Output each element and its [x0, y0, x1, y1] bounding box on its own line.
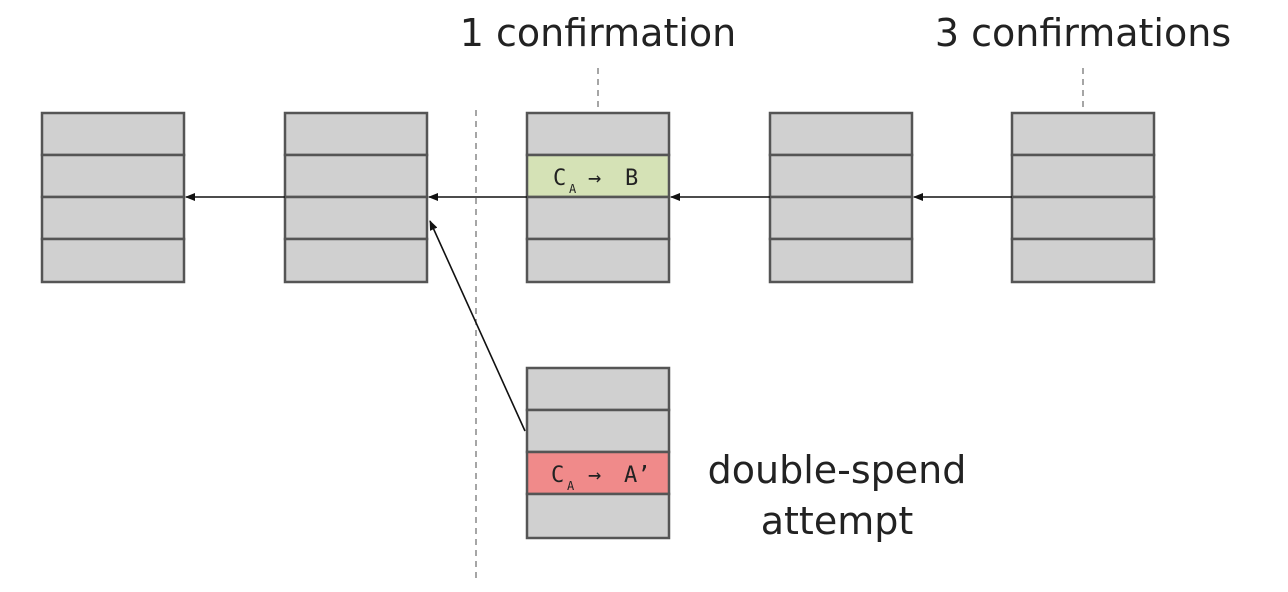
honest-tx-to: B — [625, 166, 638, 191]
block-4-slot-4 — [768, 237, 914, 284]
double-spend-label-line-1: double-spend — [708, 448, 967, 492]
block-1 — [40, 111, 186, 284]
block-3-slot-1 — [525, 111, 671, 157]
block-1-slot-1 — [40, 111, 186, 157]
one-confirmation-label: 1 confirmation — [460, 11, 736, 55]
block-2-slot-2 — [283, 153, 429, 199]
three-confirmations-label: 3 confirmations — [935, 11, 1231, 55]
block-2 — [283, 111, 429, 284]
block-4-slot-1 — [768, 111, 914, 157]
double-spend-label-line-2: attempt — [761, 499, 914, 543]
honest-tx-from-subscript: A — [569, 182, 577, 196]
honest-tx-from: C — [553, 166, 566, 191]
honest-tx-arrow: → — [588, 166, 601, 191]
double-spend-block-slot-2 — [525, 408, 671, 454]
double-spend-tx-to: A’ — [624, 463, 651, 488]
block-2-slot-3 — [283, 195, 429, 241]
block-1-slot-4 — [40, 237, 186, 284]
block-5-slot-4 — [1010, 237, 1156, 284]
block-3-slot-4 — [525, 237, 671, 284]
block-2-slot-1 — [283, 111, 429, 157]
double-spend-tx-from-subscript: A — [567, 479, 575, 493]
double-spend-block: C A → A’ — [525, 366, 671, 540]
block-5-slot-3 — [1010, 195, 1156, 241]
block-4-slot-3 — [768, 195, 914, 241]
block-5-slot-1 — [1010, 111, 1156, 157]
double-spend-block-slot-1 — [525, 366, 671, 412]
block-4-slot-2 — [768, 153, 914, 199]
block-1-slot-3 — [40, 195, 186, 241]
block-2-slot-4 — [283, 237, 429, 284]
block-5-slot-2 — [1010, 153, 1156, 199]
double-spend-tx-arrow: → — [588, 463, 601, 488]
honest-transaction-slot — [525, 153, 671, 199]
block-1-slot-2 — [40, 153, 186, 199]
double-spend-tx-from: C — [551, 463, 564, 488]
link-double-spend-to-block-2 — [429, 220, 526, 432]
block-5 — [1010, 111, 1156, 284]
block-3: C A → B — [525, 111, 671, 284]
block-4 — [768, 111, 914, 284]
block-3-slot-3 — [525, 195, 671, 241]
double-spend-block-slot-4 — [525, 492, 671, 540]
